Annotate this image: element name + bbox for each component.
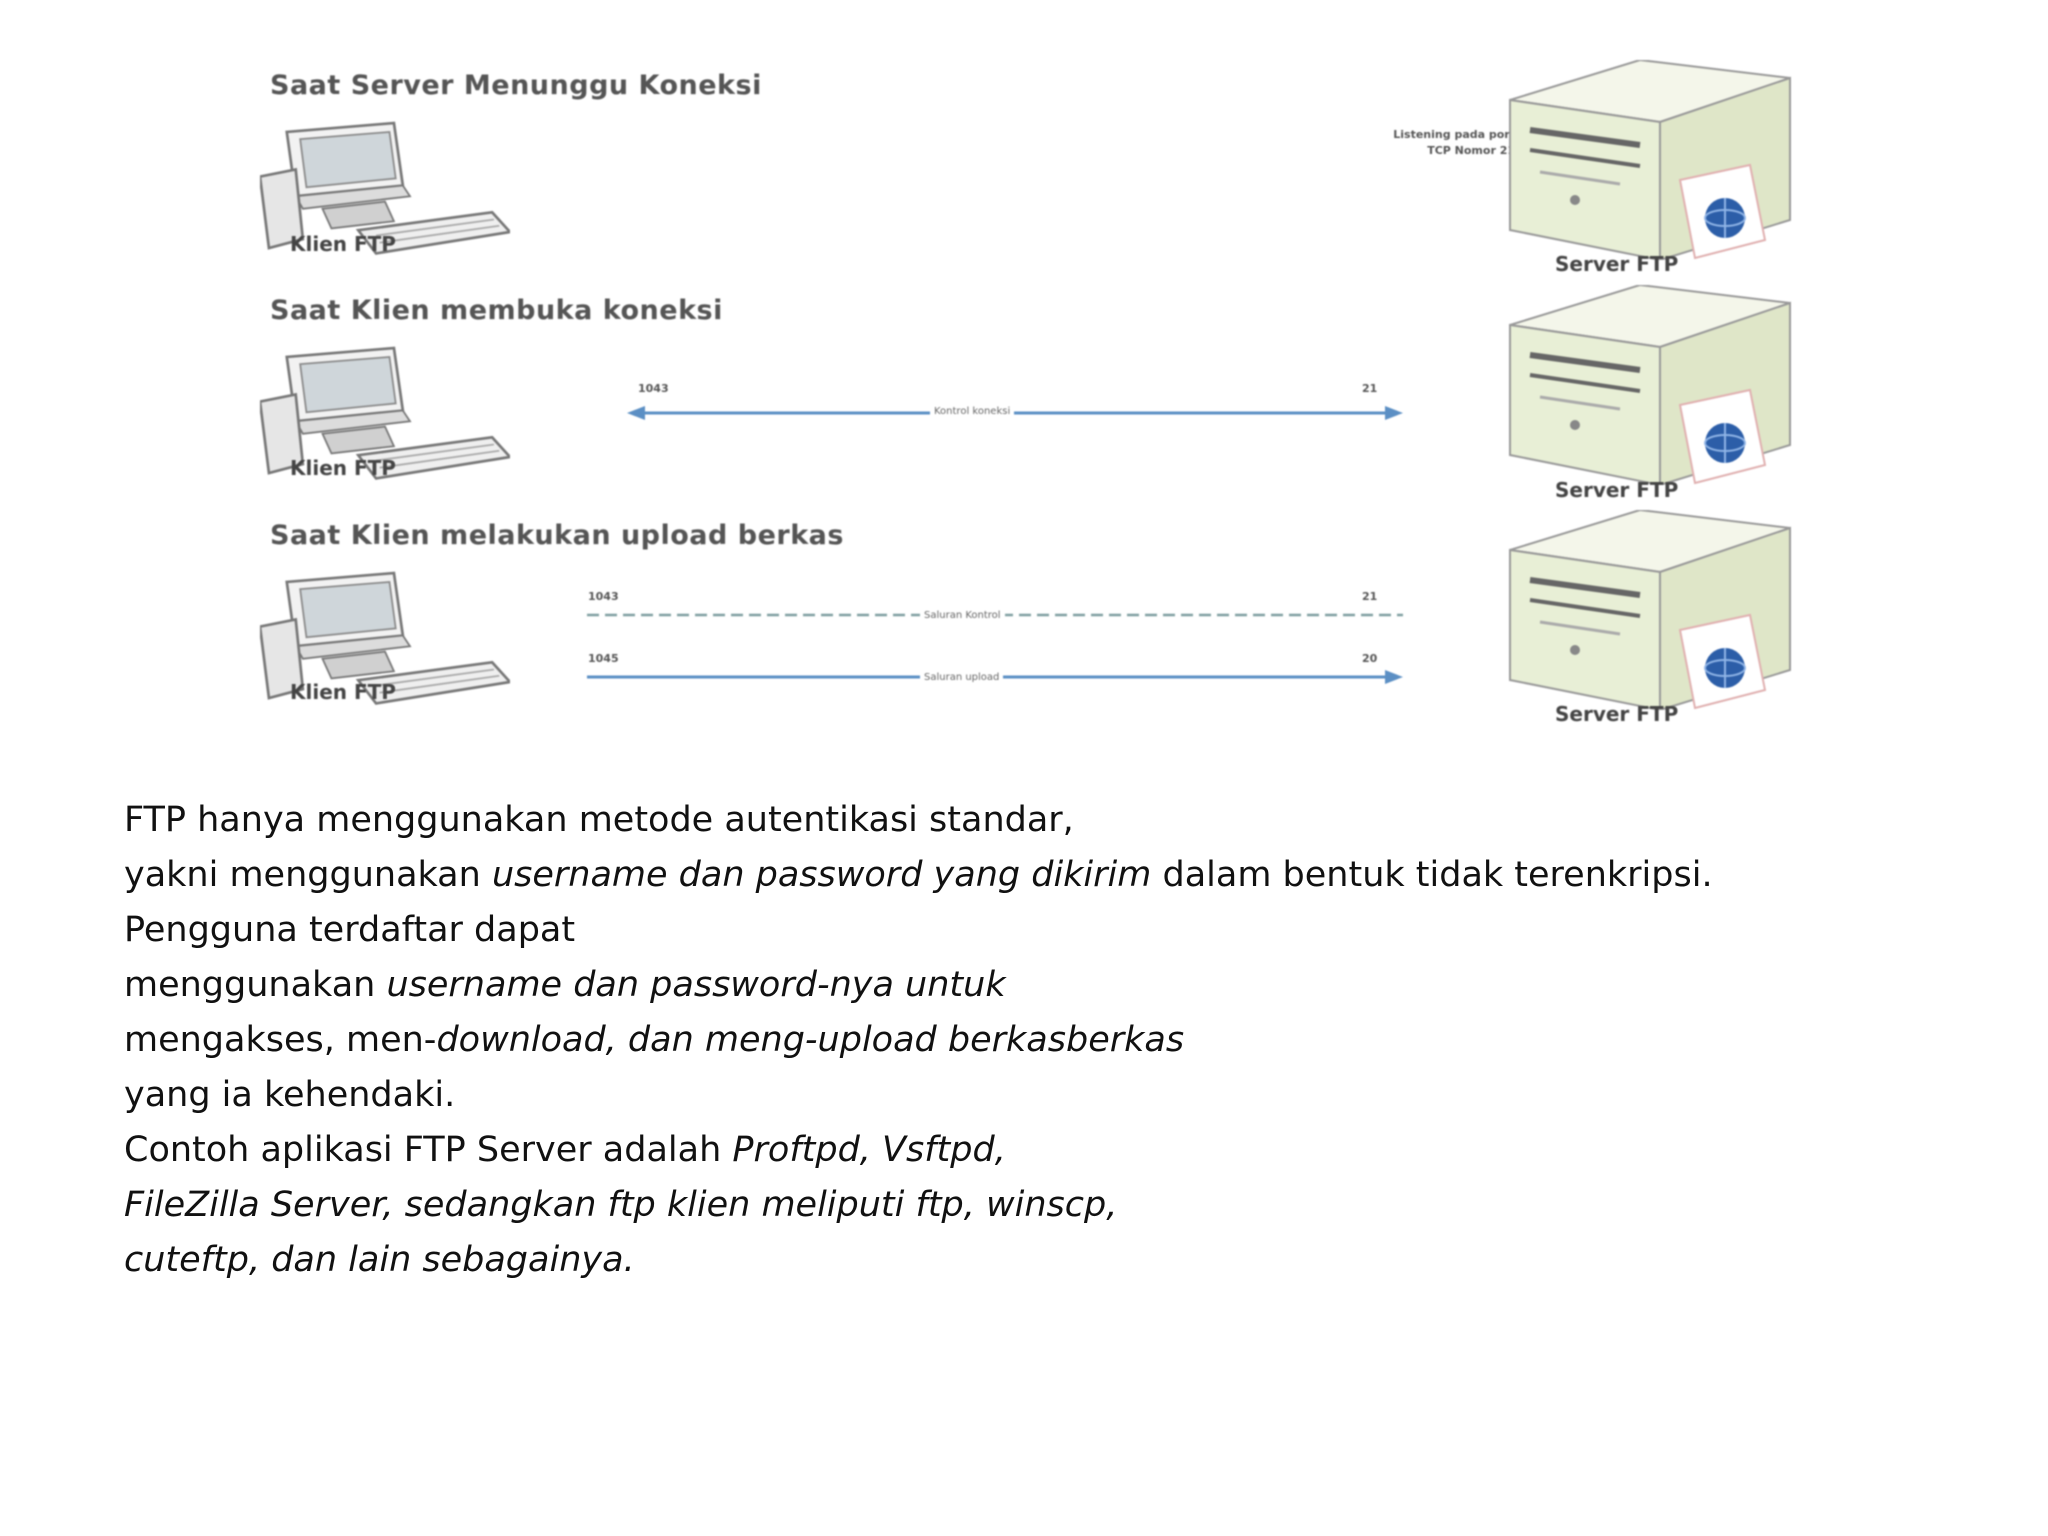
section-title-open-connection: Saat Klien membuka koneksi xyxy=(270,295,723,326)
text-line: FileZilla Server, sedangkan ftp klien me… xyxy=(124,1185,1118,1225)
listening-note-line1: Listening pada port xyxy=(1393,128,1515,141)
upload-server-port-label: 20 xyxy=(1362,652,1378,665)
text-line: Contoh aplikasi FTP Server adalah Proftp… xyxy=(124,1130,1006,1170)
client-label: Klien FTP xyxy=(290,232,396,256)
client-label: Klien FTP xyxy=(290,680,396,704)
ftp-diagram: Saat Server Menunggu Koneksi Klien FTP L… xyxy=(230,60,1870,730)
server-icon xyxy=(1500,60,1800,260)
upload-channel-caption: Saluran upload xyxy=(920,672,1004,683)
text-line: yang ia kehendaki. xyxy=(124,1075,456,1115)
server-icon xyxy=(1500,510,1800,710)
upload-client-port-label: 1045 xyxy=(588,652,619,665)
section-title-waiting: Saat Server Menunggu Koneksi xyxy=(270,70,762,101)
server-label: Server FTP xyxy=(1555,702,1679,726)
text-line: Pengguna terdaftar dapat xyxy=(124,910,576,950)
listening-note-line2: TCP Nomor 21 xyxy=(1427,144,1515,157)
text-line: yakni menggunakan username dan password … xyxy=(124,855,1713,895)
control-server-port-label: 21 xyxy=(1362,590,1378,603)
server-port-label: 21 xyxy=(1362,382,1378,395)
section-title-upload: Saat Klien melakukan upload berkas xyxy=(270,520,844,551)
control-client-port-label: 1043 xyxy=(588,590,619,603)
client-label: Klien FTP xyxy=(290,456,396,480)
server-label: Server FTP xyxy=(1555,478,1679,502)
text-line: FTP hanya menggunakan metode autentikasi… xyxy=(124,800,1074,840)
control-channel-caption: Saluran Kontrol xyxy=(920,610,1005,621)
server-icon xyxy=(1500,285,1800,485)
text-line: mengakses, men-download, dan meng-upload… xyxy=(124,1020,1185,1060)
server-label: Server FTP xyxy=(1555,252,1679,276)
text-line: menggunakan username dan password-nya un… xyxy=(124,965,1006,1005)
control-connection-caption: Kontrol koneksi xyxy=(930,406,1015,417)
control-connection-arrow xyxy=(627,406,1403,420)
text-line: cuteftp, dan lain sebagainya. xyxy=(124,1240,635,1280)
body-text: FTP hanya menggunakan metode autentikasi… xyxy=(124,793,1924,1288)
client-port-label: 1043 xyxy=(638,382,669,395)
